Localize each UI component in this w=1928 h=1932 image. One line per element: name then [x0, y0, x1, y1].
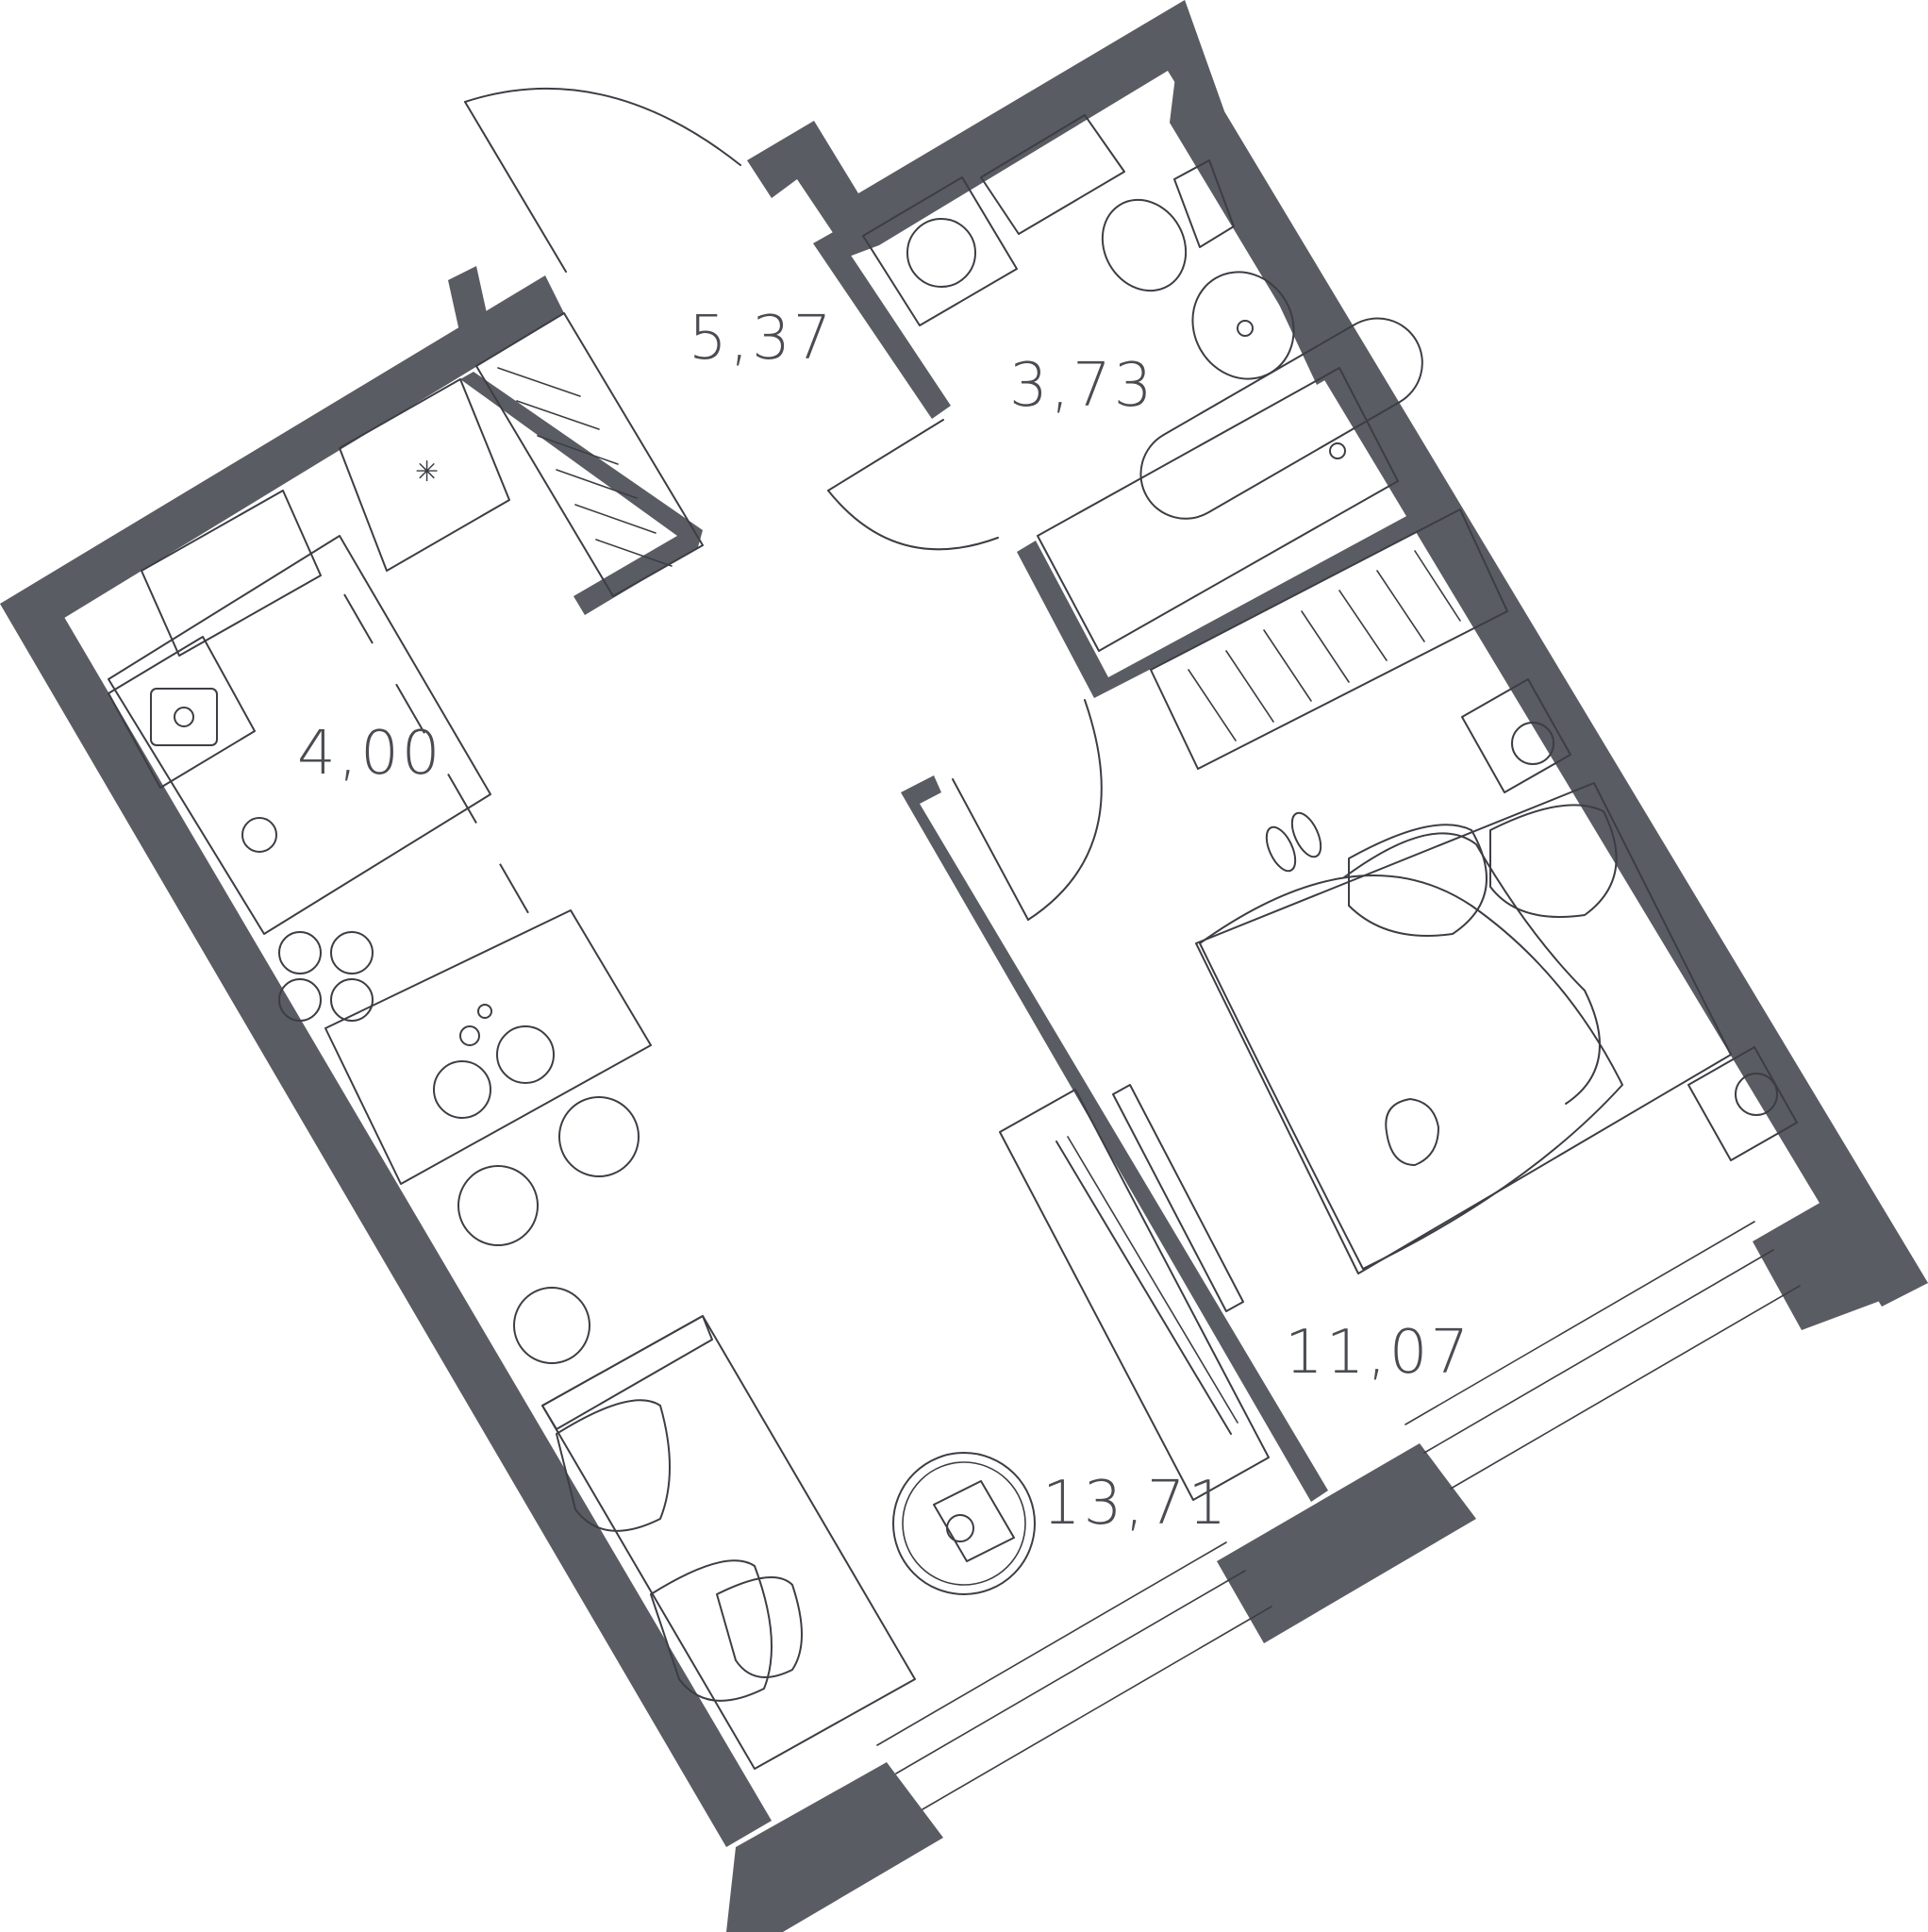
area-label-living-room: 13,71	[1042, 1469, 1229, 1539]
sofa-back	[541, 1315, 713, 1430]
sink-drain-icon	[174, 707, 194, 727]
bedroom-door-leaf	[952, 778, 1029, 921]
slipper-icon	[1265, 825, 1297, 873]
bedroom-wardrobe	[1150, 508, 1508, 770]
wall-bath-lower	[1017, 495, 1453, 698]
plate-icon	[496, 1025, 555, 1084]
wall-left	[0, 585, 772, 1847]
stove-burner-icon	[278, 931, 322, 974]
wardrobe-body	[475, 312, 704, 597]
wall-pier-right	[1753, 1194, 1928, 1330]
kitchen-counter	[108, 535, 491, 935]
window-living	[876, 1541, 1227, 1746]
tv-screen-inner	[1067, 1136, 1238, 1424]
glass-icon	[459, 1025, 480, 1046]
lamp-icon	[1735, 1073, 1778, 1116]
bathroom-fixtures	[862, 114, 1423, 652]
area-label-entrance-hall: 5,37	[689, 304, 835, 374]
window-bedroom-inner	[1423, 1249, 1774, 1454]
bedroom-door-arc	[1027, 699, 1103, 921]
pillow	[1489, 804, 1618, 918]
window-living-inner	[895, 1570, 1246, 1774]
window-living-sill	[922, 1606, 1272, 1810]
wall-wardrobe-right	[460, 372, 703, 615]
pillow	[1348, 824, 1488, 937]
kitchen-sink-basin	[150, 688, 218, 746]
bath-shelf	[980, 114, 1125, 235]
kitchen-furniture: ✳	[108, 378, 652, 1364]
snowflake-icon: ✳	[415, 456, 439, 489]
washbasin-drain-icon	[1237, 320, 1254, 337]
tv-screen	[1055, 1141, 1232, 1435]
wall-top-right	[747, 0, 1224, 257]
stove-burner-icon	[330, 931, 374, 974]
nightstand	[1461, 678, 1571, 793]
washing-machine	[862, 176, 1018, 326]
cushion	[650, 1559, 773, 1702]
dining-table	[324, 909, 652, 1185]
window-bedroom	[1404, 1221, 1755, 1425]
wall-top-left	[0, 275, 564, 623]
wall-bath-wc	[1196, 121, 1330, 385]
area-label-bedroom: 11,07	[1285, 1318, 1471, 1388]
living-furniture	[541, 1084, 1270, 1770]
bedroom-furniture	[1150, 508, 1798, 1274]
coffee-table	[892, 1452, 1036, 1595]
wall-bedroom-living	[901, 775, 1328, 1502]
bathtub-drain-icon	[1329, 442, 1346, 459]
toilet-icon	[1101, 198, 1188, 292]
duvet-fold	[1343, 832, 1601, 1105]
magazine-icon	[933, 1480, 1015, 1562]
tv-stand	[999, 1089, 1270, 1501]
doors	[464, 87, 1103, 921]
cat-icon	[1385, 1098, 1439, 1166]
wall-right	[1170, 0, 1928, 1307]
wall-hall-bath	[813, 231, 951, 419]
lamp-icon	[1511, 722, 1554, 765]
cushion	[716, 1576, 803, 1678]
window-bedroom-sill	[1450, 1285, 1801, 1490]
bathtub-basin	[1139, 317, 1423, 520]
cup-icon	[946, 1514, 974, 1542]
counter-dash-line	[343, 593, 539, 930]
cushion	[556, 1399, 671, 1532]
chair-icon	[558, 1096, 640, 1177]
wall-entry-jamb	[448, 266, 490, 344]
coffee-table-inner	[902, 1461, 1026, 1586]
entrance-door-arc	[464, 87, 741, 166]
area-label-bathroom: 3,73	[1009, 351, 1155, 421]
kettle-icon	[241, 817, 277, 853]
glass-icon	[477, 1004, 492, 1019]
windows	[876, 1221, 1801, 1810]
entrance-door-leaf	[464, 101, 567, 273]
stove-burner-icon	[278, 978, 322, 1022]
slipper-icon	[1290, 811, 1322, 858]
plate-icon	[433, 1060, 491, 1119]
bathroom-door-arc	[827, 490, 999, 551]
hall-wardrobe	[475, 312, 704, 597]
area-labels: 5,37 3,73 4,00 13,71 11,07	[297, 304, 1471, 1539]
kitchen-sink-unit	[108, 636, 256, 789]
bathroom-door-leaf	[827, 419, 944, 491]
wall-pier-left	[726, 1762, 943, 1932]
washing-machine-drum-icon	[906, 218, 976, 288]
stool-icon	[513, 1287, 590, 1364]
nightstand	[1687, 1046, 1798, 1161]
toilet-tank	[1173, 159, 1235, 248]
wall-pier-middle	[1217, 1443, 1476, 1643]
blanket	[1199, 874, 1623, 1270]
fridge	[141, 490, 322, 657]
stove-burner-icon	[330, 978, 374, 1022]
bedroom-tv-panel	[1112, 1084, 1244, 1312]
upper-cabinet	[339, 378, 510, 572]
area-label-kitchen: 4,00	[297, 719, 443, 789]
chair-icon	[457, 1165, 539, 1246]
bathtub	[1037, 367, 1399, 652]
